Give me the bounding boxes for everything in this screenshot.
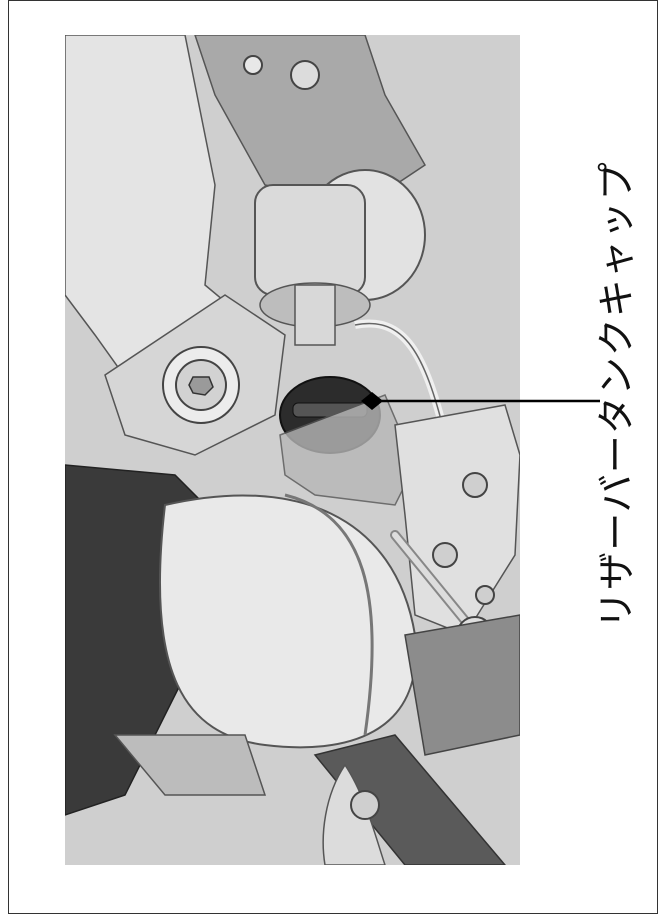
callout-label: リザーバータンクキャップ [594, 161, 639, 629]
engine-illustration [65, 35, 520, 865]
callout-label-box: リザーバータンクキャップ [578, 160, 648, 630]
figure-frame [8, 0, 658, 914]
